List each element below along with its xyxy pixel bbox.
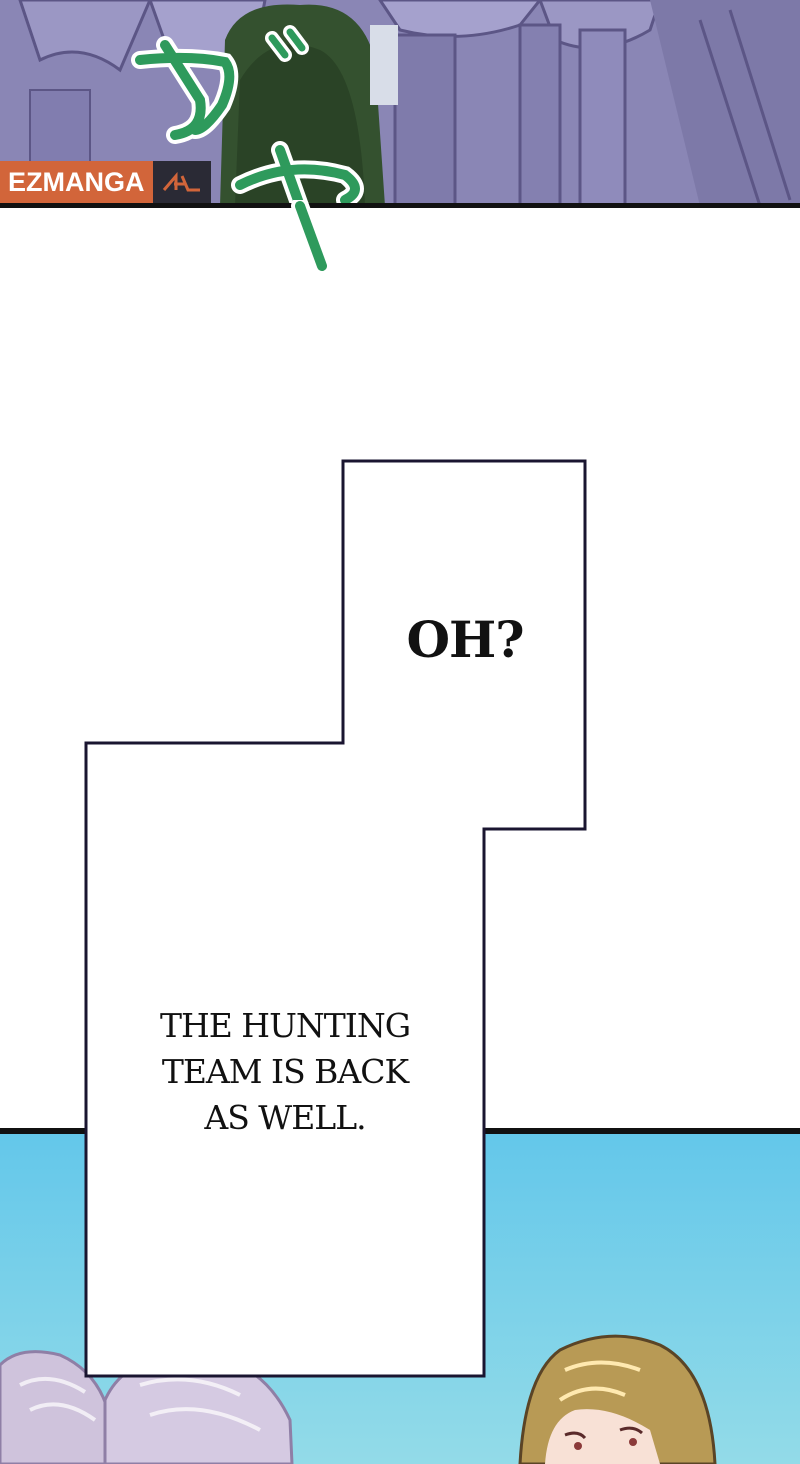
bubble-text-line: TEAM IS BACK [161, 1052, 409, 1091]
bubble-text-oh: OH? [406, 610, 524, 669]
bubble-text-hunting-team: THE HUNTING TEAM IS BACK AS WELL. [100, 1003, 470, 1141]
sfx-gaya [131, 25, 364, 206]
top-panel-border [0, 203, 800, 208]
bubble-text-line: AS WELL. [204, 1098, 366, 1137]
bubble-text-line: THE HUNTING [159, 1006, 411, 1045]
top-panel-art [0, 0, 800, 206]
top-panel: EZMANGA [0, 0, 800, 206]
watermark-brand: EZMANGA [0, 161, 153, 203]
watermark: EZMANGA [0, 160, 216, 204]
watermark-logo-icon [152, 161, 211, 203]
sfx-tail [291, 200, 331, 275]
